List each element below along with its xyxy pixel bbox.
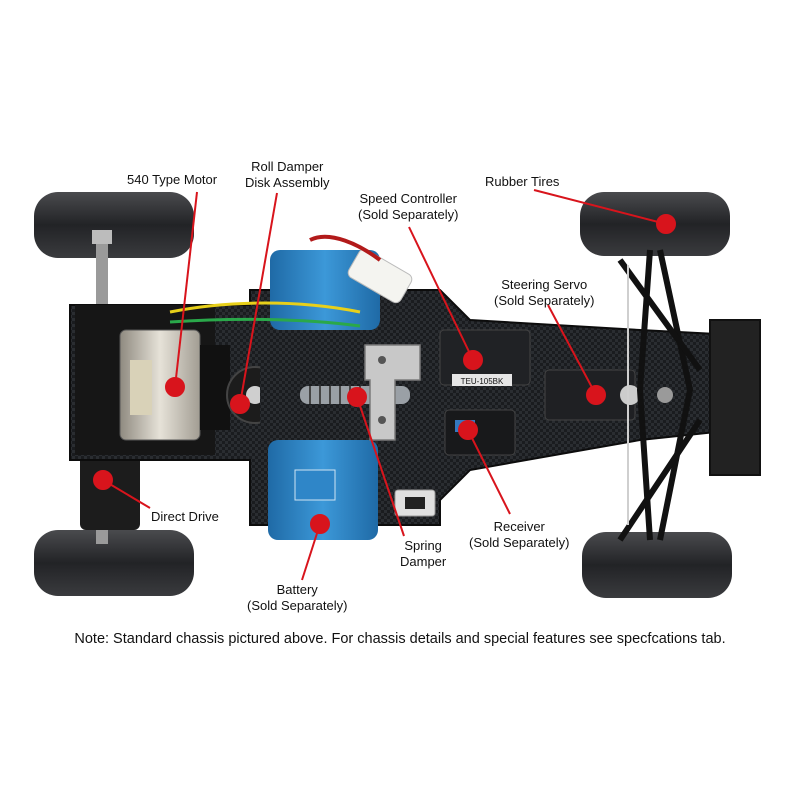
label-motor: 540 Type Motor [127, 172, 218, 187]
esc-label: TEU-105BK [461, 377, 504, 386]
label-steering-servo: Steering Servo (Sold Separately) [494, 277, 595, 308]
label-spring-damper: Spring Damper [400, 538, 447, 569]
tire-rear-left [34, 192, 194, 258]
label-speed-controller: Speed Controller (Sold Separately) [358, 191, 459, 222]
footnote: Note: Standard chassis pictured above. F… [74, 631, 726, 647]
label-roll-damper: Roll Damper Disk Assembly [245, 159, 330, 190]
receiver [444, 409, 516, 456]
tire-front-right [582, 532, 732, 598]
pointers [93, 189, 676, 581]
label-rubber-tires: Rubber Tires [485, 174, 560, 189]
tire-front-left [580, 192, 730, 256]
front-suspension [617, 249, 703, 542]
label-direct-drive: Direct Drive [151, 509, 219, 524]
label-receiver: Receiver (Sold Separately) [469, 519, 570, 550]
label-battery: Battery (Sold Separately) [247, 582, 348, 613]
tire-rear-right [34, 530, 194, 596]
tires [34, 192, 732, 598]
